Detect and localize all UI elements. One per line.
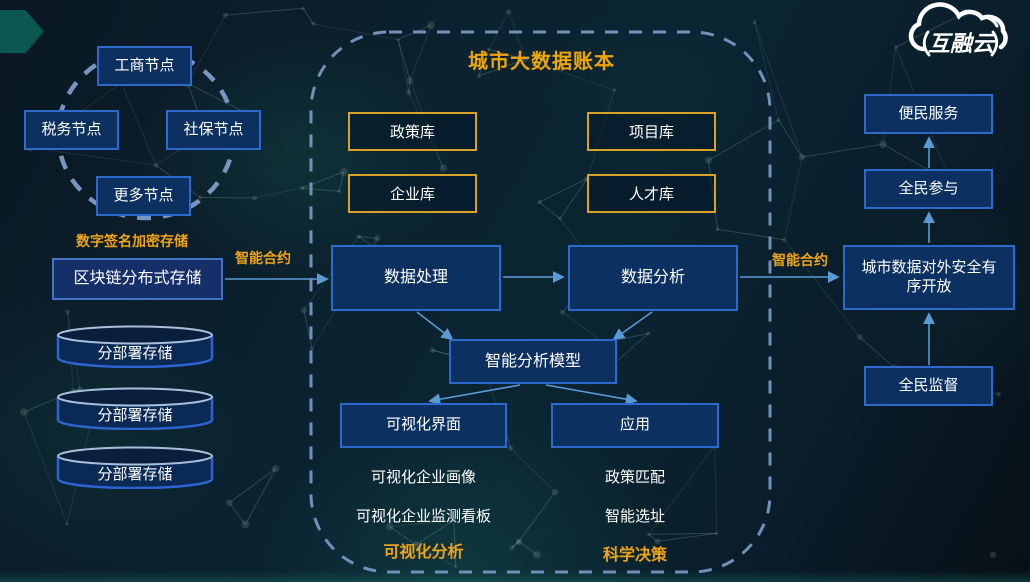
box-visualization-ui: 可视化界面 <box>340 403 507 448</box>
cylinder-label: 分部署存储 <box>97 407 173 424</box>
arrow-processing-to-model <box>416 311 454 341</box>
box-label: 区块链分布式存储 <box>73 270 202 287</box>
box-label: 企业库 <box>389 186 435 203</box>
node-industry-commerce: 工商节点 <box>97 46 192 86</box>
logo-left-paren <box>922 30 931 57</box>
box-label: 智能分析模型 <box>484 352 581 370</box>
box-label: 人才库 <box>628 186 674 203</box>
label-scientific-decision: 科学决策 <box>602 547 667 564</box>
node-tax: 税务节点 <box>24 110 119 150</box>
cylinder-distributed-storage-3: 分部署存储 <box>55 445 215 490</box>
box-public-supervision: 全民监督 <box>864 366 993 406</box>
box-blockchain-distributed-storage: 区块链分布式存储 <box>52 258 223 300</box>
cylinder-distributed-storage-1: 分部署存储 <box>55 324 215 369</box>
box-label: 全民参与 <box>898 179 959 197</box>
label-digital-signature-storage: 数字签名加密存储 <box>76 233 188 249</box>
cylinder-icon <box>56 446 214 490</box>
cylinder-label: 分部署存储 <box>97 466 173 483</box>
cloud-inner-arc <box>982 15 999 28</box>
cylinder-label: 分部署存储 <box>97 345 173 362</box>
node-label: 工商节点 <box>114 56 175 74</box>
box-policy-library: 政策库 <box>348 112 477 151</box>
cylinder-icon <box>56 387 214 431</box>
text-enterprise-portrait: 可视化企业画像 <box>370 469 476 486</box>
arrow-model-to-application <box>545 384 638 406</box>
logo-text: 互融云 <box>928 31 996 56</box>
brand-logo: 互融云 <box>908 2 1008 57</box>
node-label: 税务节点 <box>41 120 102 138</box>
logo-right-paren <box>990 30 999 57</box>
box-city-data-open: 城市数据对外安全有序开放 <box>843 245 1015 310</box>
node-label: 社保节点 <box>183 120 244 138</box>
node-social-security: 社保节点 <box>166 110 261 150</box>
box-project-library: 项目库 <box>587 112 716 151</box>
box-intelligent-analysis-model: 智能分析模型 <box>449 339 617 384</box>
arrow-label-smart-contract-left: 智能合约 <box>235 250 291 266</box>
text-enterprise-monitor-board: 可视化企业监测看板 <box>355 508 491 525</box>
box-data-analysis: 数据分析 <box>568 245 738 311</box>
box-label: 便民服务 <box>898 104 959 122</box>
box-label: 项目库 <box>628 124 674 141</box>
box-enterprise-library: 企业库 <box>348 174 477 213</box>
label-visual-analysis: 可视化分析 <box>383 544 464 561</box>
node-label: 更多节点 <box>113 186 174 204</box>
box-application: 应用 <box>551 403 719 448</box>
ledger-title: 城市大数据账本 <box>468 51 615 73</box>
box-label: 数据处理 <box>383 269 448 286</box>
arrow-analysis-to-model <box>612 311 653 341</box>
bottom-teal-glow <box>0 571 1030 582</box>
box-label: 应用 <box>619 416 650 434</box>
box-public-participation: 全民参与 <box>864 169 993 209</box>
box-talent-library: 人才库 <box>587 174 716 213</box>
cloud-icon <box>908 2 1008 52</box>
cylinder-icon <box>56 325 214 369</box>
text-smart-site-selection: 智能选址 <box>604 508 665 525</box>
corner-chevron-decoration <box>0 10 44 53</box>
box-label: 城市数据对外安全有序开放 <box>861 258 997 295</box>
arrow-label-smart-contract-right: 智能合约 <box>772 252 828 268</box>
box-label: 数据分析 <box>620 269 685 286</box>
arrow-model-to-viz-ui <box>428 384 521 406</box>
box-data-processing: 数据处理 <box>331 245 501 311</box>
box-label: 全民监督 <box>898 376 959 394</box>
text-policy-matching: 政策匹配 <box>604 469 665 486</box>
node-more: 更多节点 <box>96 176 191 216</box>
cylinder-distributed-storage-2: 分部署存储 <box>55 386 215 431</box>
box-label: 可视化界面 <box>385 416 461 434</box>
box-convenience-service: 便民服务 <box>864 94 993 134</box>
box-label: 政策库 <box>389 124 435 141</box>
